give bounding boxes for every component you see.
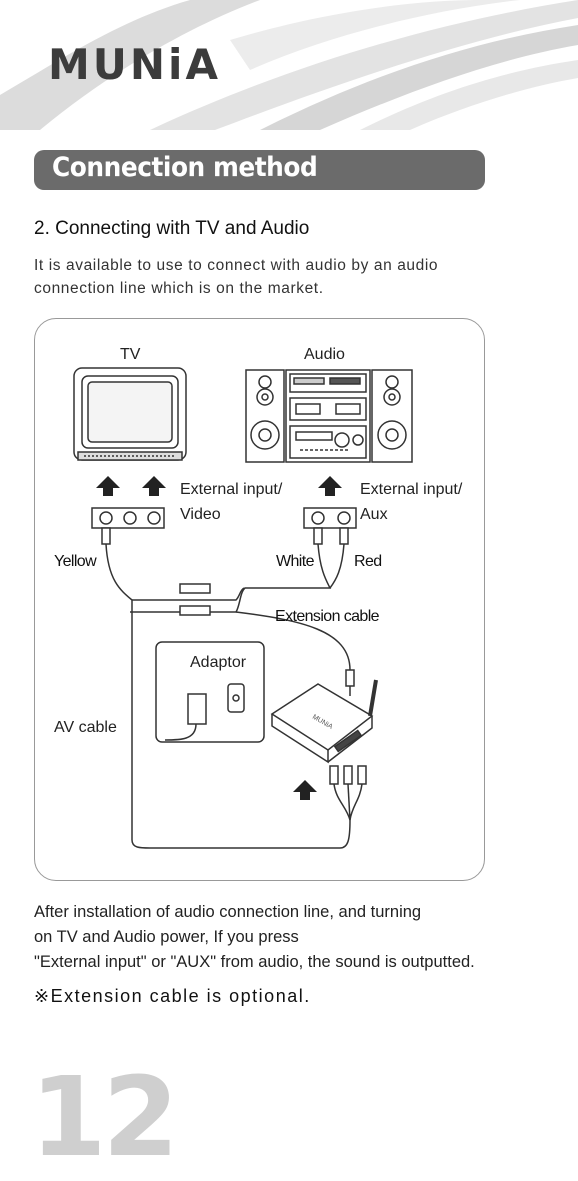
intro-line-1: It is available to use to connect with a… <box>34 257 439 274</box>
footer-paragraph: After installation of audio connection l… <box>34 900 554 975</box>
footer-line-2: on TV and Audio power, If you press <box>34 928 299 946</box>
external-input-aux-label-line1: External input/ <box>360 481 463 498</box>
tv-illustration <box>73 367 187 461</box>
audio-label: Audio <box>304 346 345 363</box>
subheading: 2. Connecting with TV and Audio <box>34 218 310 239</box>
diagram-frame <box>34 318 485 881</box>
page-number: 12 <box>30 1053 179 1181</box>
section-title: Connection method <box>52 152 318 183</box>
optional-note: ※Extension cable is optional. <box>34 986 311 1006</box>
header-swoosh-decoration <box>0 0 578 130</box>
external-input-aux-label-line2: Aux <box>360 506 388 523</box>
input-arrows <box>96 476 342 800</box>
external-input-video-label-line1: External input/ <box>180 481 283 498</box>
brand-logo: MUNiA <box>48 40 221 89</box>
av-cable-label: AV cable <box>54 719 117 736</box>
section-banner <box>34 150 485 190</box>
tv-label: TV <box>120 346 141 363</box>
white-label: White <box>276 553 315 570</box>
intro-paragraph: It is available to use to connect with a… <box>34 254 504 300</box>
footer-line-3: "External input" or "AUX" from audio, th… <box>34 953 475 971</box>
footer-line-1: After installation of audio connection l… <box>34 903 422 921</box>
intro-line-2: connection line which is on the market. <box>34 280 324 297</box>
extension-cable-label: Extension cable <box>275 608 380 625</box>
audio-illustration <box>245 369 413 463</box>
yellow-label: Yellow <box>54 553 97 570</box>
red-label: Red <box>354 553 382 570</box>
external-input-video-label-line2: Video <box>180 506 221 523</box>
adaptor-label: Adaptor <box>190 654 247 671</box>
